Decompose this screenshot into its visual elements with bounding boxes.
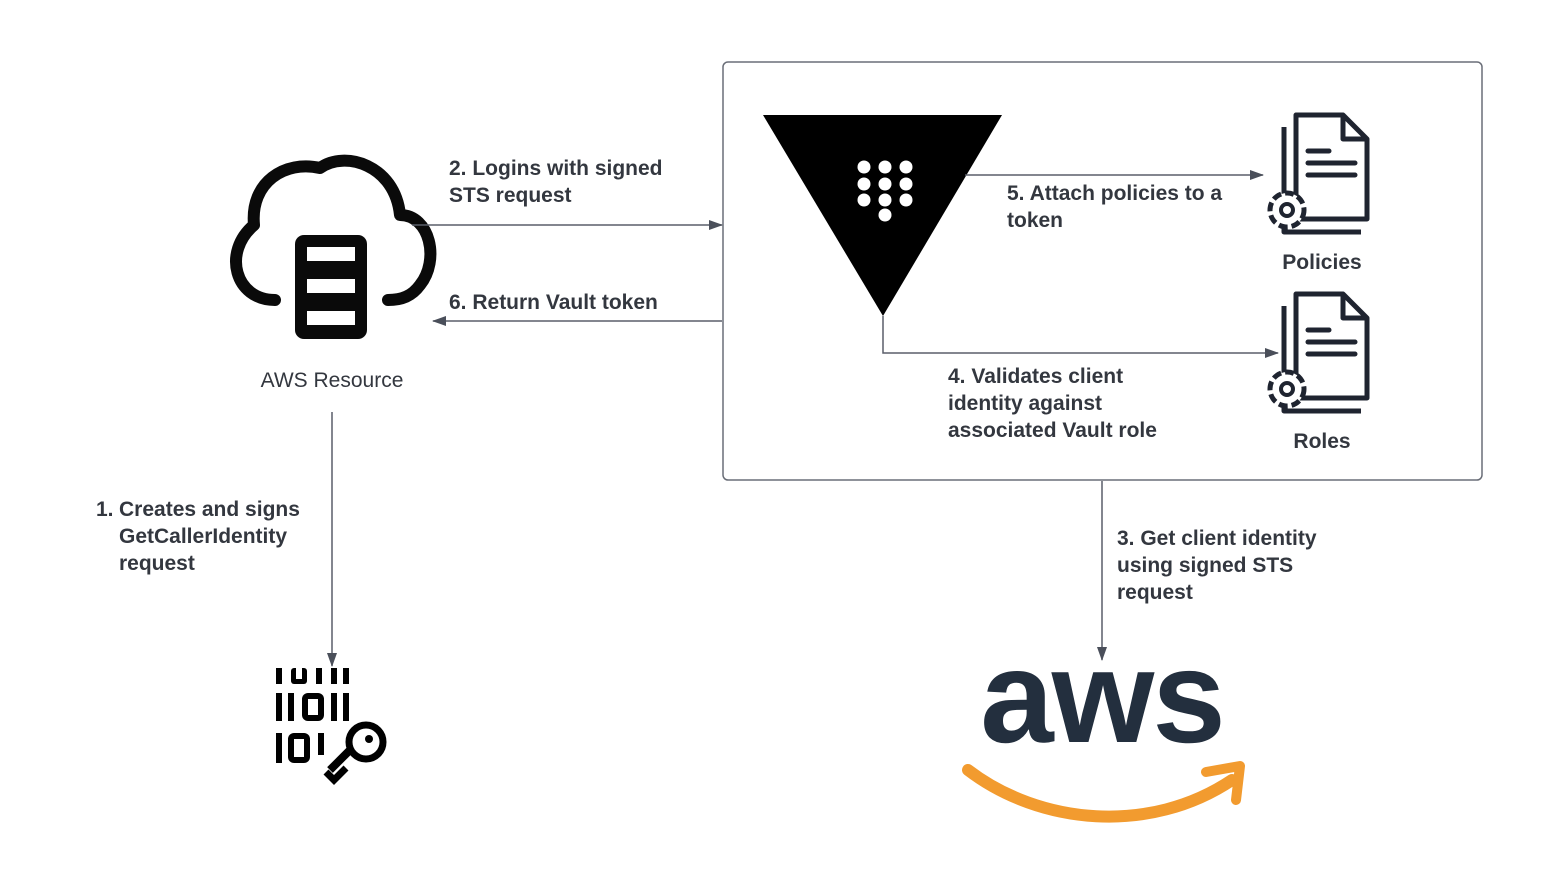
step-3-label: 3. Get client identity using signed STS … (1117, 527, 1317, 604)
roles-label: Roles (1293, 430, 1351, 453)
aws-resource-cloud-icon (230, 154, 437, 339)
binary-key-icon (276, 668, 387, 785)
roles-document-icon (1267, 291, 1370, 414)
step-6-label: 6. Return Vault token (449, 291, 658, 314)
step-2-label: 2. Logins with signed STS request (449, 157, 663, 207)
step-1-label: Creates and signs GetCallerIdentity requ… (119, 498, 300, 575)
step-1-number: 1. (96, 498, 114, 521)
policies-label: Policies (1282, 251, 1362, 274)
connector-step-4 (882, 316, 1279, 358)
step-4-label: 4. Validates client identity against ass… (948, 365, 1157, 442)
policies-document-icon (1267, 112, 1370, 235)
aws-resource-label: AWS Resource (260, 369, 404, 392)
vault-logo-icon (763, 115, 1002, 316)
step-5-label: 5. Attach policies to a token (1007, 182, 1223, 232)
aws-logo-icon: aws (962, 623, 1245, 823)
